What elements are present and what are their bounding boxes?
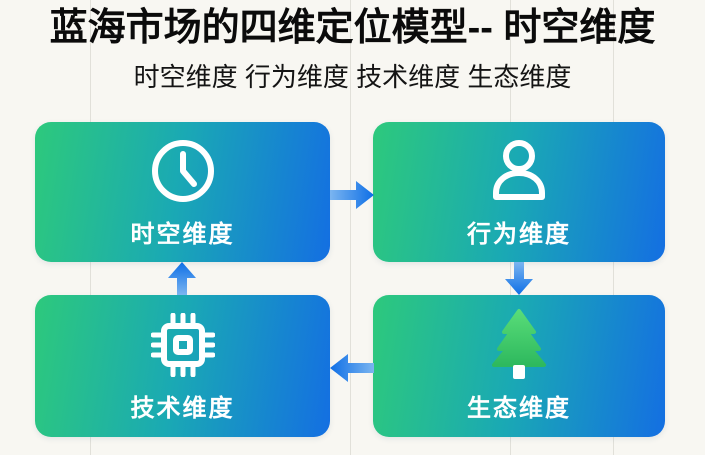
node-label: 时空维度 [130,221,235,248]
node-technology-dimension: 技术维度 [35,295,330,437]
arrow-down-icon [505,262,533,295]
arrow-left-icon [330,354,374,382]
clock-icon [150,135,216,207]
arrow-right-icon [330,181,374,209]
node-behavior-dimension: 行为维度 [373,122,665,262]
node-label: 技术维度 [130,395,235,422]
tree-icon [491,309,547,381]
background-line [350,0,351,455]
person-icon [486,135,552,207]
node-label: 行为维度 [467,221,571,248]
arrow-up-icon [168,262,196,295]
node-label: 生态维度 [467,395,571,422]
page-title: 蓝海市场的四维定位模型-- 时空维度 [49,7,656,49]
chip-icon [150,309,215,381]
page-subtitle: 时空维度 行为维度 技术维度 生态维度 [133,62,572,92]
node-time-space-dimension: 时空维度 [35,122,330,262]
node-ecology-dimension: 生态维度 [373,295,665,437]
